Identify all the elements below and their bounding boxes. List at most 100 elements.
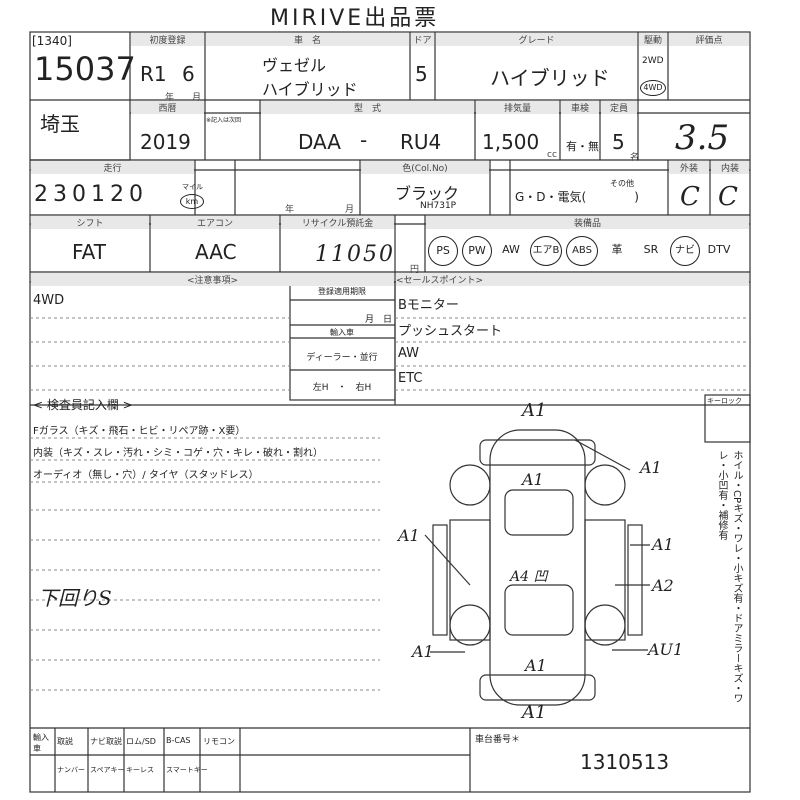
glass-note: Fガラス（キズ・飛石・ヒビ・リペア跡・X要） bbox=[33, 426, 246, 437]
damage-mark: A1 bbox=[412, 642, 434, 661]
footer-label: 取説 bbox=[57, 737, 73, 746]
note-item: 4WD bbox=[33, 293, 65, 308]
km-unit: km bbox=[180, 194, 204, 209]
year-unit-2: 年 bbox=[285, 205, 295, 215]
equipment-item: SR bbox=[643, 243, 659, 256]
hdr-model: 型 式 bbox=[261, 101, 474, 114]
hdr-capacity: 定員 bbox=[601, 101, 637, 114]
side-notes: ホイル・CPキズ・ワレ・小キズ有・ドアミラーキズ・ワレ・小凹有・補修有 bbox=[716, 450, 742, 704]
chassis-number: 1310513 bbox=[580, 750, 670, 774]
year-unit-1: 年 bbox=[165, 93, 175, 103]
exterior-score: C bbox=[680, 182, 700, 212]
score: 3.5 bbox=[675, 118, 730, 158]
sales-point: ETC bbox=[398, 371, 423, 386]
interior-note: 内装（キズ・スレ・汚れ・シミ・コゲ・穴・キレ・破れ・割れ） bbox=[33, 448, 323, 459]
hdr-first-reg: 初度登録 bbox=[131, 33, 204, 46]
footer-label: ナンバー bbox=[57, 766, 85, 774]
footer-label: B-CAS bbox=[166, 736, 191, 745]
aircon: AAC bbox=[195, 240, 237, 264]
grade: ハイブリッド bbox=[490, 66, 610, 90]
footer-label: ロム/SD bbox=[126, 737, 156, 746]
handwritten-note: 下回りS bbox=[38, 586, 112, 610]
damage-mark: A1 bbox=[525, 656, 547, 675]
footer-import-label: 輸入車 bbox=[33, 733, 49, 753]
hdr-inspection: 車検 bbox=[561, 101, 599, 114]
model-dash: - bbox=[360, 128, 368, 152]
hdr-mileage: 走行 bbox=[31, 161, 194, 174]
inspector-title: < 検査員記入欄 > bbox=[33, 398, 133, 412]
drive-2wd: 2WD bbox=[642, 56, 664, 66]
model-code: RU4 bbox=[400, 130, 442, 154]
equipment-item: エアB bbox=[530, 236, 562, 266]
mileage-digit: 0 bbox=[72, 182, 91, 207]
color-code: NH731P bbox=[420, 201, 457, 211]
equipment-item: PW bbox=[462, 236, 492, 266]
equipment-item: 革 bbox=[611, 243, 623, 256]
hdr-interior: 内装 bbox=[711, 161, 749, 174]
equipment-item: ナビ bbox=[670, 236, 700, 266]
hdr-year: 西暦 bbox=[131, 101, 204, 114]
damage-mark: A1 bbox=[522, 400, 547, 421]
equipment-list: PS PW AW エアB ABS 革 SR ナビ DTV bbox=[428, 236, 748, 266]
mile-unit: マイル bbox=[182, 183, 203, 191]
interior-score: C bbox=[718, 182, 738, 212]
hdr-score: 評価点 bbox=[669, 33, 749, 46]
color-name: ブラック bbox=[395, 184, 460, 203]
audio-note: オーディオ（無し・穴）/ タイヤ（スタッドレス） bbox=[33, 470, 259, 481]
hdr-equipment: 装備品 bbox=[426, 216, 749, 229]
footer-label: スペアキー bbox=[90, 766, 125, 774]
equipment-item: PS bbox=[428, 236, 458, 266]
dealer-expiry: 登録適用期限 bbox=[318, 287, 366, 296]
shift: FAT bbox=[72, 240, 107, 264]
damage-mark: A4 凹 bbox=[510, 569, 548, 585]
damage-mark: A1 bbox=[398, 526, 420, 545]
damage-mark: A1 bbox=[652, 535, 674, 554]
hdr-drive: 駆動 bbox=[639, 33, 667, 46]
sales-point: AW bbox=[398, 346, 420, 361]
damage-mark: AU1 bbox=[648, 640, 684, 659]
dealer-date: 月 日 bbox=[364, 315, 392, 325]
car-name-line1: ヴェゼル bbox=[262, 56, 327, 75]
hdr-grade: グレード bbox=[436, 33, 637, 46]
equipment-item: DTV bbox=[707, 243, 731, 256]
damage-mark: A1 bbox=[522, 470, 544, 489]
hdr-sales-points: <セールスポイント> bbox=[396, 273, 749, 286]
mileage-digit: 1 bbox=[91, 182, 110, 207]
dealer-import: 輸入車 bbox=[330, 328, 354, 337]
damage-mark: A2 bbox=[652, 576, 674, 595]
sales-point: プッシュスタート bbox=[398, 324, 503, 339]
hdr-notes: <注意事項> bbox=[31, 273, 394, 286]
car-name-line2: ハイブリッド bbox=[262, 80, 358, 99]
car-diagram bbox=[424, 429, 650, 706]
note-2nd: ※記入は次回 bbox=[206, 117, 242, 124]
capacity: 5 bbox=[612, 130, 625, 154]
yen-unit: 円 bbox=[410, 265, 420, 275]
chassis-label: 車台番号＊ bbox=[475, 735, 521, 745]
mileage-digit: 2 bbox=[110, 182, 129, 207]
cc-unit: cc bbox=[547, 150, 557, 160]
first-reg-month: 6 bbox=[182, 62, 195, 86]
doors: 5 bbox=[415, 62, 428, 86]
damage-mark: A1 bbox=[640, 458, 662, 477]
dealer-type: ディーラー・並行 bbox=[306, 353, 378, 363]
hdr-shift: シフト bbox=[31, 216, 149, 229]
hdr-displacement: 排気量 bbox=[476, 101, 559, 114]
footer-label: リモコン bbox=[203, 737, 235, 746]
month-unit-1: 月 bbox=[192, 93, 202, 103]
equipment-item: AW bbox=[502, 243, 520, 256]
region: 埼玉 bbox=[40, 112, 80, 136]
dealer-handle: 左H ・ 右H bbox=[312, 383, 372, 393]
footer-label: ナビ取説 bbox=[90, 737, 122, 746]
fuel-other: その他 bbox=[610, 179, 634, 188]
sheet-title: MIRIVE出品票 bbox=[270, 6, 440, 31]
sales-point: Bモニター bbox=[398, 298, 459, 313]
hdr-color: 色(Col.No) bbox=[361, 161, 489, 174]
hdr-car-name: 車 名 bbox=[206, 33, 409, 46]
footer-label: キーレス bbox=[126, 766, 154, 774]
hdr-doors: ドア bbox=[411, 33, 434, 46]
recycle-fee: 11050 bbox=[315, 242, 395, 267]
first-reg-era: R1 bbox=[140, 62, 167, 86]
inspection-label: 有・無 bbox=[566, 140, 599, 153]
lot-bracket: [1340] bbox=[32, 34, 72, 48]
